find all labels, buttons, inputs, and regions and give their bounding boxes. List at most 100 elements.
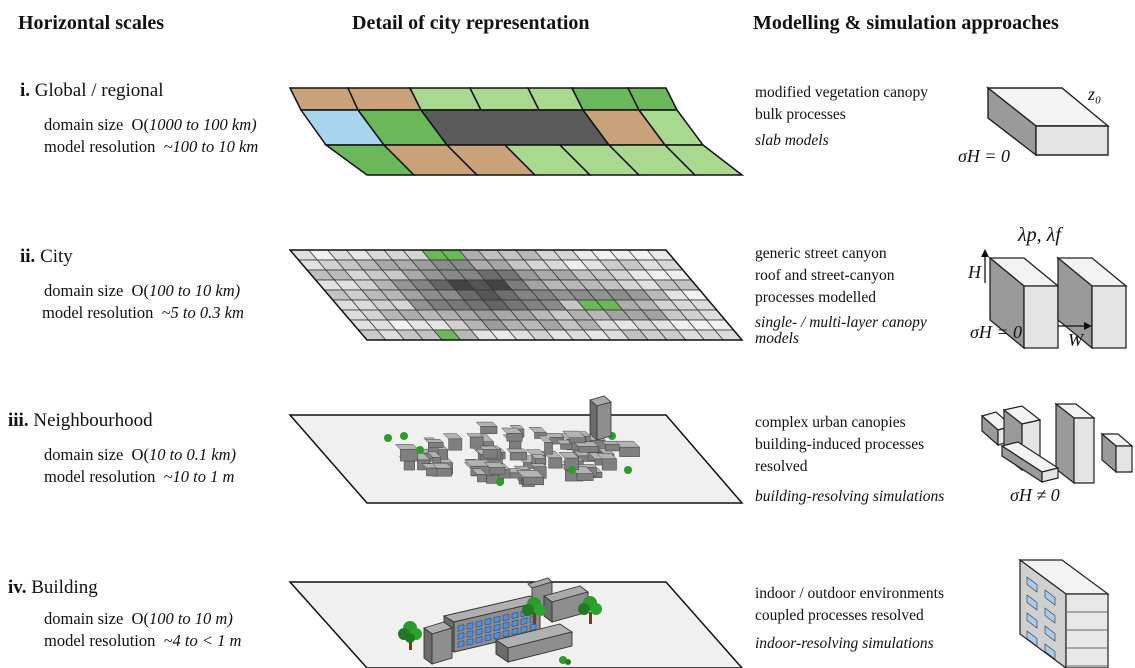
- city-grid-cell: [439, 249, 469, 261]
- city-grid-cell: [429, 259, 459, 271]
- city-grid-cell: [582, 329, 612, 341]
- neighbourhood-building: [482, 471, 505, 484]
- city-grid-cell: [577, 279, 607, 291]
- row-1-name: Global / regional: [34, 80, 164, 101]
- neighbourhood-building: [515, 470, 545, 486]
- row-2-approach-model-line: models: [755, 330, 799, 347]
- city-grid-cell: [517, 319, 547, 331]
- building-window: [520, 617, 528, 625]
- city-grid-cell: [402, 249, 431, 261]
- city-grid-cell: [676, 329, 706, 341]
- city-grid-cell: [325, 269, 354, 281]
- city-grid-cell: [615, 279, 645, 291]
- row-1-approach-model: slab models: [755, 132, 829, 149]
- city-grid-cell: [473, 289, 503, 301]
- shrub-front: [559, 656, 571, 665]
- city-grid-cell: [352, 279, 382, 291]
- header-horizontal-scales: Horizontal scales: [18, 12, 165, 34]
- city-grid-cell: [314, 279, 344, 291]
- city-grid-cell: [308, 249, 337, 261]
- row-2-domain-prefix: O(: [131, 281, 149, 300]
- city-grid-cell: [574, 319, 604, 331]
- city-grid-cell: [500, 299, 530, 311]
- city-grid-cell: [617, 259, 647, 271]
- city-grid-cell: [550, 269, 580, 281]
- neighbourhood-building: [429, 458, 454, 475]
- city-grid-cell: [345, 249, 375, 261]
- city-grid-cell: [419, 269, 448, 281]
- city-grid-cell: [316, 259, 346, 271]
- city-grid-cell: [528, 309, 558, 321]
- row-4-approach: indoor / outdoor environments coupled pr…: [755, 583, 944, 655]
- header-modelling-approaches: Modelling & simulation approaches: [753, 12, 1059, 34]
- city-grid-cell: [584, 309, 614, 321]
- city-grid-cell: [659, 309, 689, 321]
- city-grid-cell: [359, 309, 389, 321]
- city-grid-cell: [603, 309, 633, 321]
- row-1-approach: modified vegetation canopy bulk processe…: [755, 82, 928, 152]
- city-grid-cell: [420, 249, 450, 261]
- city-grid-cell: [620, 329, 650, 341]
- city-grid-cell: [651, 299, 680, 311]
- indoor-window: [1026, 594, 1038, 611]
- building-cluster: [423, 577, 590, 665]
- city-grid-cell: [499, 319, 529, 331]
- neighbourhood-building: [528, 427, 547, 439]
- neighbourhood-building: [559, 464, 584, 482]
- neighbourhood-building: [563, 435, 582, 449]
- city-grid-cell: [417, 289, 447, 301]
- neighbourhood-building: [398, 456, 416, 471]
- building-window: [475, 628, 483, 636]
- row-1-resolution-value: ~100 to 10 km: [163, 137, 259, 156]
- city-grid-cell: [492, 289, 522, 301]
- building-window: [457, 640, 465, 648]
- city-grid-cell: [342, 289, 372, 301]
- city-grid-cell: [601, 329, 631, 341]
- city-grid-cell: [388, 299, 418, 311]
- neighbourhood-building: [601, 440, 620, 452]
- city-grid-cell: [340, 309, 370, 321]
- neighbourhood-building: [530, 454, 547, 465]
- city-grid-cell: [350, 299, 380, 311]
- row-2-domain-size: domain size O(100 to 10 km): [44, 280, 240, 302]
- neighbourhood-building: [482, 445, 502, 460]
- neighbourhood-building: [513, 470, 530, 485]
- row-2-domain-label: domain size: [44, 281, 124, 300]
- neighbourhood-building: [587, 452, 616, 466]
- building-window: [511, 627, 519, 636]
- city-grid-cell: [671, 279, 701, 291]
- building-window: [466, 638, 474, 646]
- neighbourhood-building: [471, 468, 487, 483]
- city-grid-cell: [588, 269, 617, 281]
- city-grid-cell: [456, 269, 486, 281]
- neighbourhood-building: [426, 451, 442, 464]
- building-trees: [398, 596, 602, 665]
- city-grid-cell: [466, 259, 496, 271]
- city-grid-cell: [376, 329, 406, 341]
- city-grid-cell: [502, 279, 532, 291]
- city-grid-cell: [461, 319, 491, 331]
- city-grid-cell: [465, 279, 494, 291]
- row-3-domain-prefix: O(: [131, 445, 149, 464]
- city-grid-cell: [391, 259, 421, 271]
- city-grid-cell: [579, 259, 609, 271]
- city-grid-cell: [490, 309, 520, 321]
- city-grid-cell: [611, 319, 641, 331]
- city-grid-cell: [519, 299, 549, 311]
- row-2-approach: generic street canyon roof and street-ca…: [755, 243, 927, 347]
- neighbourhood-building: [577, 434, 607, 452]
- city-grid-cell: [507, 329, 537, 341]
- city-grid-cell: [567, 289, 597, 301]
- neighbourhood-building: [596, 453, 618, 471]
- row-3-title: iii. Neighbourhood: [8, 410, 153, 432]
- building-window: [493, 615, 501, 624]
- row-3-numeral: iii.: [8, 410, 29, 431]
- building-window: [457, 632, 465, 640]
- city-grid-cell: [289, 249, 319, 261]
- row-4-numeral: iv.: [8, 577, 27, 598]
- neighbourhood-building: [517, 475, 533, 485]
- tree-middle: [522, 597, 546, 624]
- indoor-window: [1044, 625, 1056, 642]
- city-grid-cell: [661, 289, 691, 301]
- city-grid-cell: [509, 309, 539, 321]
